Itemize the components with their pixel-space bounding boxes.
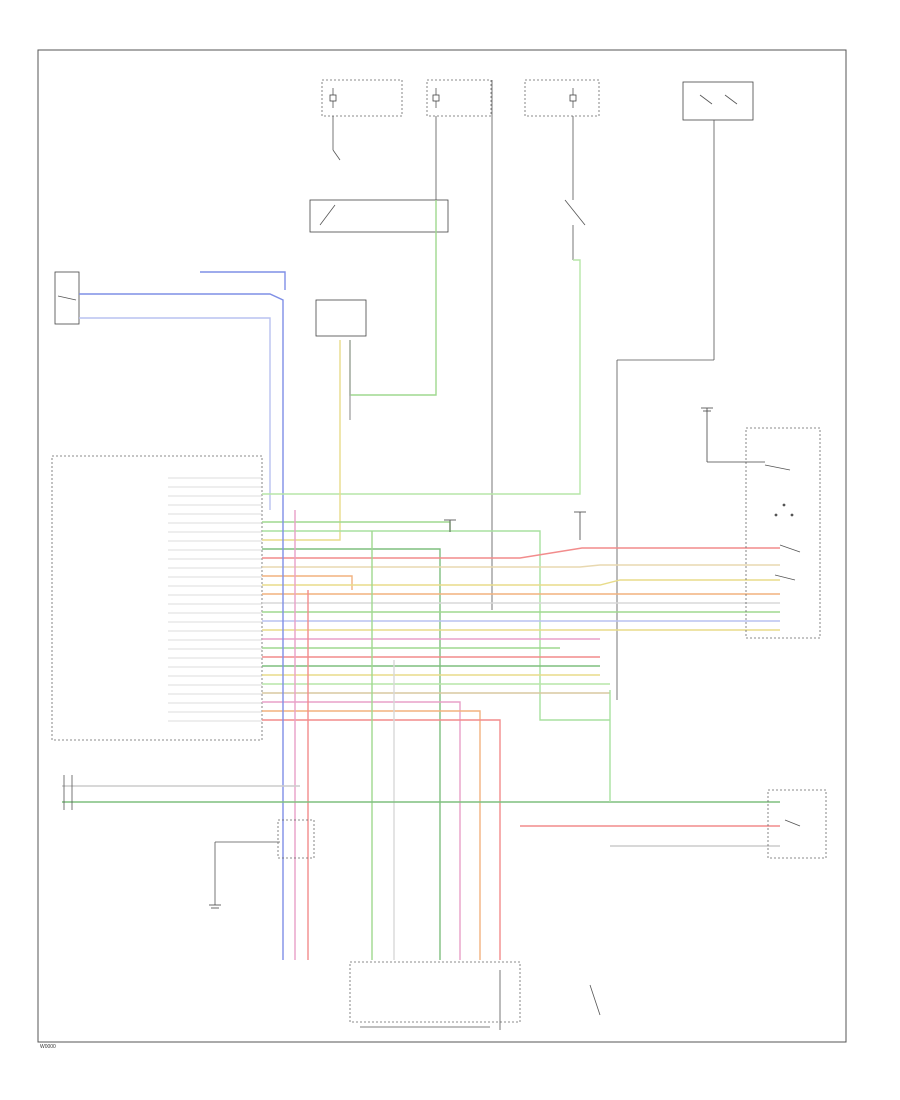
wire-light-blue xyxy=(79,317,271,510)
wire-pink-v xyxy=(262,701,461,960)
right-sensor-cluster xyxy=(701,407,821,639)
sensor-component xyxy=(54,271,80,325)
top-power-area xyxy=(309,79,754,700)
wire-light-green xyxy=(262,259,581,495)
fuse-icon xyxy=(432,94,440,102)
wire-red-h xyxy=(262,547,780,559)
throttle-position-sensor xyxy=(767,789,827,859)
wire-green-h2 xyxy=(262,530,610,721)
figure-code: W0000 xyxy=(40,1044,56,1050)
hot-at-all-times-fuse-box xyxy=(321,79,403,117)
wire-harness xyxy=(62,200,780,960)
relay-box xyxy=(682,81,754,121)
hot-at-all-times-fuse-box-2 xyxy=(524,79,600,117)
powertrain-control-module xyxy=(51,455,263,741)
overdrive-switch-box xyxy=(315,299,367,337)
solenoid-connector-box xyxy=(349,961,521,1023)
pcm-connector xyxy=(51,455,263,741)
wire-yellow xyxy=(262,340,341,541)
wire-orange-h xyxy=(262,575,353,590)
throttle-sensor-box xyxy=(767,789,827,859)
wire-blue-2 xyxy=(200,271,286,290)
fuse-icon xyxy=(329,94,337,102)
bottom-solenoid-connector xyxy=(349,961,601,1030)
lower-left-sensor xyxy=(63,775,73,810)
left-sensor xyxy=(54,271,80,325)
speed-sensor-connector xyxy=(277,819,315,859)
hot-in-run-fuse-box xyxy=(426,79,492,117)
fuse-icon xyxy=(569,94,577,102)
wire-blue xyxy=(79,293,284,500)
speed-sensor-area xyxy=(209,819,315,909)
wire-tan-h xyxy=(262,564,780,568)
wire-red-v xyxy=(262,719,501,960)
center-grounds xyxy=(444,511,586,540)
wire-orange-v xyxy=(262,710,481,960)
wire-yellow-h xyxy=(262,579,780,586)
transmission-range-sensor xyxy=(745,427,821,639)
pcm-pin-rows xyxy=(168,477,262,722)
wire-dark-green xyxy=(262,548,441,960)
transmission-control-switch xyxy=(309,199,449,233)
diagram-frame xyxy=(37,49,847,1043)
